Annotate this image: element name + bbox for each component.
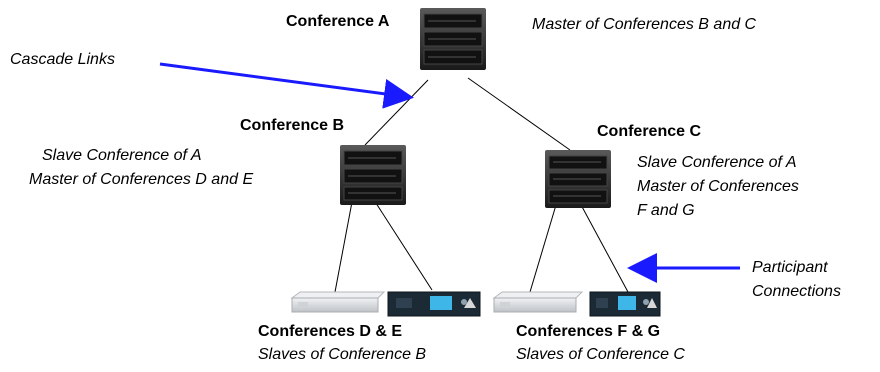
mcu-rack-server-icon [420,8,486,70]
conferences-fg-role: Slaves of Conference C [516,346,685,363]
cascade-links-arrow [159,62,414,109]
rack-unit-device-icon [290,291,386,313]
link-c-g [579,202,629,293]
conference-c-role-line1: Slave Conference of A [637,154,797,171]
link-a-b [364,79,429,146]
mcu-rack-server-icon [340,145,406,205]
conference-b-role-line2: Master of Conferences D and E [29,171,254,188]
conference-c-role-line2: Master of Conferences [637,178,799,195]
link-a-c [467,77,571,151]
conference-b-title: Conference B [240,117,345,134]
panel-device-icon [589,291,661,317]
mcu-rack-server-icon [545,150,611,208]
conference-c-title: Conference C [597,123,702,140]
conferences-de-role: Slaves of Conference B [258,346,427,363]
link-b-d [334,201,353,293]
cascade-links-label: Cascade Links [10,51,115,68]
conference-a-role: Master of Conferences B and C [532,16,757,33]
participant-connections-line2: Connections [752,283,841,300]
rack-unit-device-icon [492,291,584,313]
conferences-fg-title: Conferences F & G [516,323,661,340]
conference-b-role-line1: Slave Conference of A [42,147,202,164]
link-c-f [529,204,557,293]
conferences-de-title: Conferences D & E [258,323,403,340]
panel-device-icon [387,291,481,317]
conference-c-role-line3: F and G [637,202,695,219]
participant-connections-line1: Participant [752,259,828,276]
conference-a-title: Conference A [286,13,390,30]
link-b-e [373,199,433,291]
